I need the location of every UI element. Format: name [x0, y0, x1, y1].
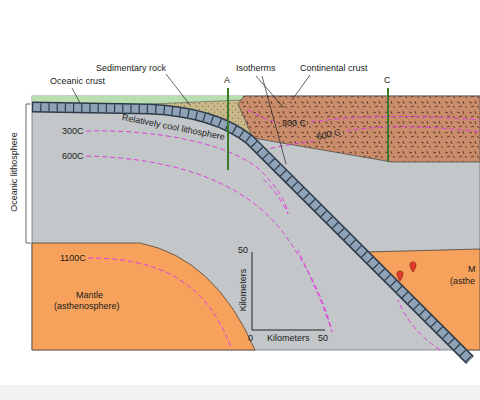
- region-label: Oceanic lithosphere: [9, 132, 20, 212]
- scale-number: 50: [238, 245, 248, 256]
- part-label: Oceanic crust: [50, 76, 105, 87]
- continental-crust: [238, 96, 480, 162]
- magma-marker: [397, 262, 416, 281]
- isotherm-label: 300C: [62, 126, 84, 137]
- mantle-right: [366, 249, 480, 350]
- scale-number: 0: [248, 333, 253, 344]
- region-label: M: [468, 264, 476, 275]
- region-label: (asthe: [450, 276, 475, 287]
- region-label: Relatively cool lithosphere: [121, 112, 226, 143]
- section-line-a: [227, 88, 229, 170]
- lithosphere-ground: [32, 96, 480, 350]
- region-label: Mantle: [76, 290, 103, 301]
- isotherm-label: 300 C: [282, 118, 306, 129]
- leader-lines: [72, 74, 310, 164]
- region-label: (asthenosphere): [54, 301, 120, 312]
- isotherm-label: 1100C: [60, 253, 86, 264]
- isotherm-label: 600C: [62, 151, 84, 162]
- section-letter: C: [384, 75, 391, 86]
- bracket: [26, 104, 31, 243]
- part-label: Sedimentary rock: [96, 63, 166, 74]
- scale-number: 50: [318, 333, 328, 344]
- section-letter: A: [224, 75, 230, 86]
- isotherm-label: 600 C: [316, 127, 342, 143]
- bottom-strip: [0, 385, 480, 400]
- part-label: Continental crust: [300, 63, 368, 74]
- part-label: Isotherms: [236, 63, 276, 74]
- scale-unit: Kilometers: [238, 269, 249, 312]
- mantle-left: [32, 243, 255, 350]
- section-line-c: [387, 88, 389, 162]
- oceanic-crust-slab: [32, 107, 470, 360]
- scale-bar: [252, 252, 325, 330]
- scale-unit: Kilometers: [267, 333, 310, 344]
